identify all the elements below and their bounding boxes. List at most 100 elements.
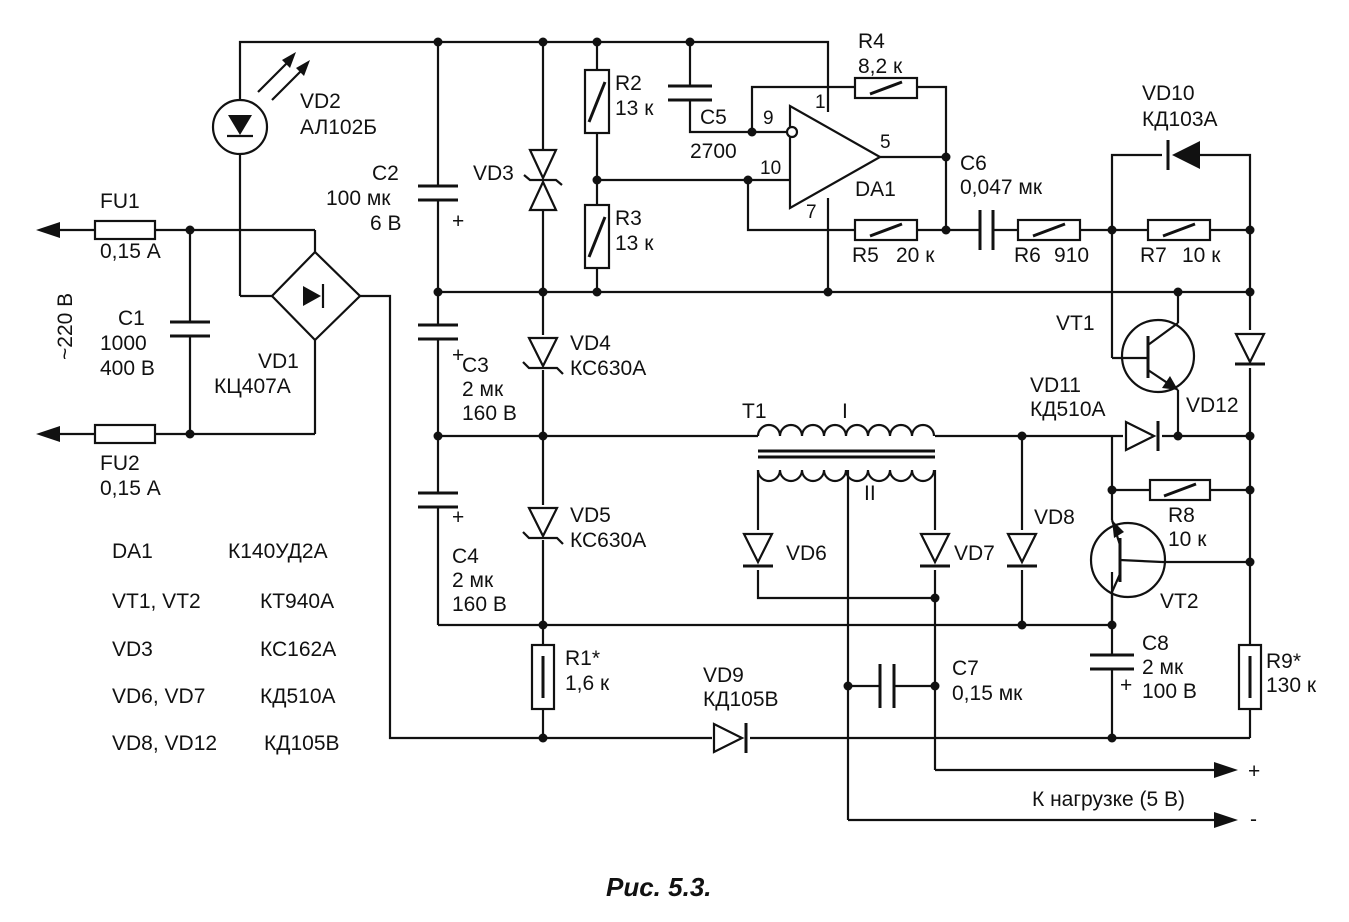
resistor-r8-symbol — [1148, 478, 1212, 502]
da1-pin-1: 1 — [815, 92, 826, 113]
da1-pin-5: 5 — [880, 132, 891, 153]
vt1-ref: VT1 — [1056, 312, 1095, 335]
load-plus-label: + — [1248, 760, 1260, 783]
resistor-r3-symbol — [583, 203, 611, 270]
r7-ref: R7 — [1140, 244, 1167, 267]
r9-value: 130 к — [1266, 674, 1317, 697]
vd10-type: КД103А — [1142, 108, 1218, 131]
parts-table-type: КТ940А — [260, 590, 334, 613]
r2-ref: R2 — [615, 72, 642, 95]
r5-ref: R5 — [852, 244, 879, 267]
c2-plus: + — [452, 210, 464, 233]
vd8-ref: VD8 — [1034, 506, 1075, 529]
vt2-ref: VT2 — [1160, 590, 1199, 613]
output-arrow-plus — [1214, 762, 1238, 778]
da1-pin-7: 7 — [806, 202, 817, 223]
r4-ref: R4 — [858, 30, 885, 53]
capacitor-c3-symbol — [418, 323, 458, 341]
t1-ref: T1 — [742, 400, 767, 423]
zener-vd5-symbol — [522, 506, 564, 545]
diode-vd8-symbol — [1006, 532, 1038, 568]
parts-table-ref: VD6, VD7 — [112, 685, 205, 708]
c2-ref: C2 — [372, 162, 399, 185]
vd12-ref: VD12 — [1186, 394, 1239, 417]
capacitor-c7-symbol — [878, 664, 896, 708]
resistor-r6-symbol — [1016, 218, 1082, 242]
mains-arrow-bottom — [36, 426, 60, 442]
c7-value: 0,15 мк — [952, 682, 1023, 705]
resistor-r2-symbol — [583, 68, 611, 135]
resistor-r5-symbol — [853, 218, 919, 242]
parts-table-ref: VD3 — [112, 638, 153, 661]
junctions — [185, 37, 1255, 743]
figure-caption: Рис. 5.3. — [606, 872, 712, 902]
capacitor-c1-symbol — [170, 320, 210, 338]
diode-vd7-symbol — [919, 532, 951, 568]
vd10-ref: VD10 — [1142, 82, 1195, 105]
vd7-ref: VD7 — [954, 542, 995, 565]
r5-value: 20 к — [896, 244, 935, 267]
capacitor-c8-symbol — [1090, 653, 1134, 671]
r7-value: 10 к — [1182, 244, 1221, 267]
resistor-r7-symbol — [1146, 218, 1212, 242]
vd2-type: АЛ102Б — [300, 116, 377, 139]
da1-ref: DA1 — [855, 178, 896, 201]
t1-winding2: II — [864, 482, 876, 505]
c1-ref: C1 — [118, 307, 145, 330]
r1-value: 1,6 к — [565, 672, 610, 695]
vd1-type: КЦ407А — [214, 375, 291, 398]
c5-ref: C5 — [700, 106, 727, 129]
r8-ref: R8 — [1168, 504, 1195, 527]
parts-table-type: КД510А — [260, 685, 336, 708]
c1-value2: 400 В — [100, 357, 155, 380]
c3-plus: + — [452, 344, 464, 367]
r2-value: 13 к — [615, 97, 654, 120]
vd3-ref: VD3 — [473, 162, 514, 185]
c4-ref: C4 — [452, 545, 479, 568]
da1-pin-9: 9 — [763, 108, 774, 129]
vd1-ref: VD1 — [258, 350, 299, 373]
c2-value2: 6 В — [370, 212, 402, 235]
c1-value1: 1000 — [100, 332, 147, 355]
parts-table-type: КС162А — [260, 638, 336, 661]
parts-table-ref: VT1, VT2 — [112, 590, 201, 613]
diode-vd10-symbol — [1166, 140, 1200, 170]
r6-ref: R6 — [1014, 244, 1041, 267]
c7-ref: C7 — [952, 657, 979, 680]
vd4-ref: VD4 — [570, 332, 611, 355]
parts-table-type: К140УД2А — [228, 540, 328, 563]
resistor-r1-symbol — [530, 643, 556, 711]
fu2-value: 0,15 А — [100, 477, 161, 500]
vd9-ref: VD9 — [703, 664, 744, 687]
led-vd2-symbol — [211, 52, 310, 156]
parts-table-ref: DA1 — [112, 540, 153, 563]
vd5-ref: VD5 — [570, 504, 611, 527]
mains-arrow-top — [36, 222, 60, 238]
c6-ref: C6 — [960, 152, 987, 175]
resistor-r9-symbol — [1237, 643, 1263, 711]
t1-winding1: I — [842, 400, 848, 423]
zener-vd3-symbol — [523, 148, 563, 212]
vd2-ref: VD2 — [300, 90, 341, 113]
vd6-ref: VD6 — [786, 542, 827, 565]
capacitor-c2-symbol — [418, 184, 458, 202]
zener-vd4-symbol — [522, 336, 564, 375]
c8-value2: 100 В — [1142, 680, 1197, 703]
vd4-type: КС630А — [570, 357, 646, 380]
da1-pin-10: 10 — [760, 158, 781, 179]
c4-value2: 160 В — [452, 593, 507, 616]
load-label: К нагрузке (5 В) — [1032, 788, 1185, 811]
fuse-fu1-symbol — [93, 219, 157, 241]
wires — [60, 40, 1252, 822]
c3-value2: 160 В — [462, 402, 517, 425]
resistor-r4-symbol — [853, 76, 919, 100]
mains-voltage-label: ~220 В — [54, 293, 77, 360]
capacitor-c6-symbol — [978, 210, 995, 250]
vd9-type: КД105В — [703, 688, 779, 711]
c3-ref: C3 — [462, 354, 489, 377]
parts-table-ref: VD8, VD12 — [112, 732, 217, 755]
output-arrow-minus — [1214, 812, 1238, 828]
capacitor-c4-symbol — [418, 491, 458, 509]
c4-plus: + — [452, 506, 464, 529]
